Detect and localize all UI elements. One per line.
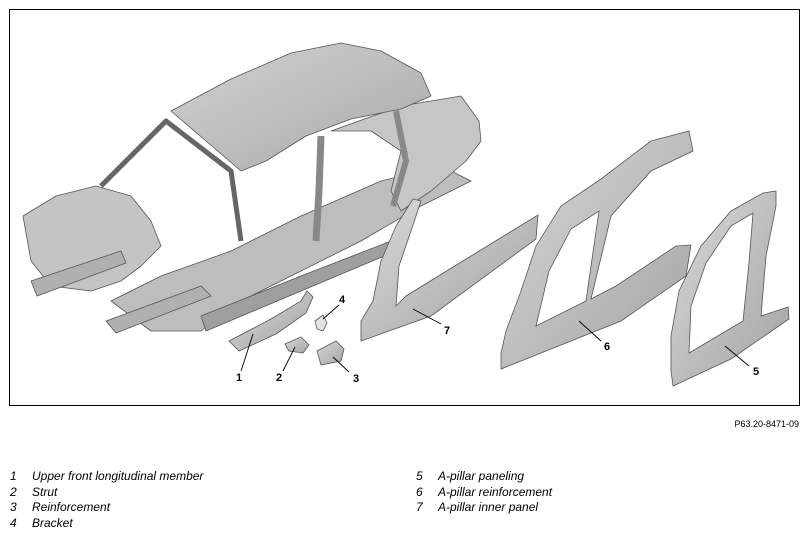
legend-item: 2 Strut [10,485,203,501]
c-pillar [390,110,409,207]
leader-line-6 [578,320,602,342]
legend-label: Bracket [32,515,73,530]
part-bracket [314,314,328,332]
legend-number: 2 [10,484,17,499]
callout-3: 3 [353,373,359,385]
legend-number: 4 [10,515,17,530]
legend-number: 7 [416,500,423,514]
b-pillar [312,135,325,242]
leader-line-5 [724,345,750,367]
legend-item: 5 A-pillar paneling [416,469,552,485]
leader-line-3 [332,356,350,373]
legend-number: 3 [10,500,17,514]
callout-7: 7 [444,325,450,337]
car-body-shell [22,42,482,334]
part-reinforcement [316,340,345,366]
leader-line-1 [240,333,254,372]
legend-number: 5 [416,469,423,483]
legend-number: 1 [10,469,17,483]
part-a-pillar-inner-panel [360,198,539,342]
callout-5: 5 [753,366,759,378]
figure-reference-code: P63.20-8471-09 [734,419,799,429]
part-strut [284,336,310,354]
leader-line-2 [282,346,296,372]
leader-line-7 [412,308,442,325]
part-upper-front-longitudinal-member [228,290,314,352]
callouts: 1 2 3 4 5 6 7 [236,294,759,385]
legend-label: Strut [32,484,58,499]
body-shell-illustration: 1 2 3 4 5 6 7 [22,42,790,387]
leader-line-4 [322,304,340,320]
legend-item: 3 Reinforcement [10,500,203,516]
leader-lines [240,304,750,373]
legend-item: 4 Bracket [10,516,203,532]
loose-parts [228,290,345,366]
figure-frame: 1 2 3 4 5 6 7 [9,9,800,406]
legend-item: 6 A-pillar reinforcement [416,485,552,501]
windshield-frame [99,118,244,242]
callout-4: 4 [339,294,346,306]
legend-label: A-pillar reinforcement [438,484,553,499]
legend-item: 7 A-pillar inner panel [416,500,552,516]
door-opening [535,210,600,327]
legend-right-column: 5 A-pillar paneling 6 A-pillar reinforceme… [416,469,552,516]
legend-label: Reinforcement [32,500,111,514]
roof-panel [170,42,432,172]
legend-label: A-pillar paneling [438,469,525,483]
legend-label: Upper front longitudinal member [32,469,204,483]
part-a-pillar-paneling [670,190,790,387]
door-opening [688,212,754,354]
callout-2: 2 [276,372,282,384]
callout-6: 6 [604,341,610,353]
front-longitudinal-left [105,285,212,334]
legend-number: 6 [416,484,423,499]
callout-1: 1 [236,372,242,384]
legend-item: 1 Upper front longitudinal member [10,469,203,485]
front-longitudinal-right [30,250,127,297]
part-a-pillar-reinforcement [500,130,694,370]
legend-label: A-pillar inner panel [438,500,539,514]
